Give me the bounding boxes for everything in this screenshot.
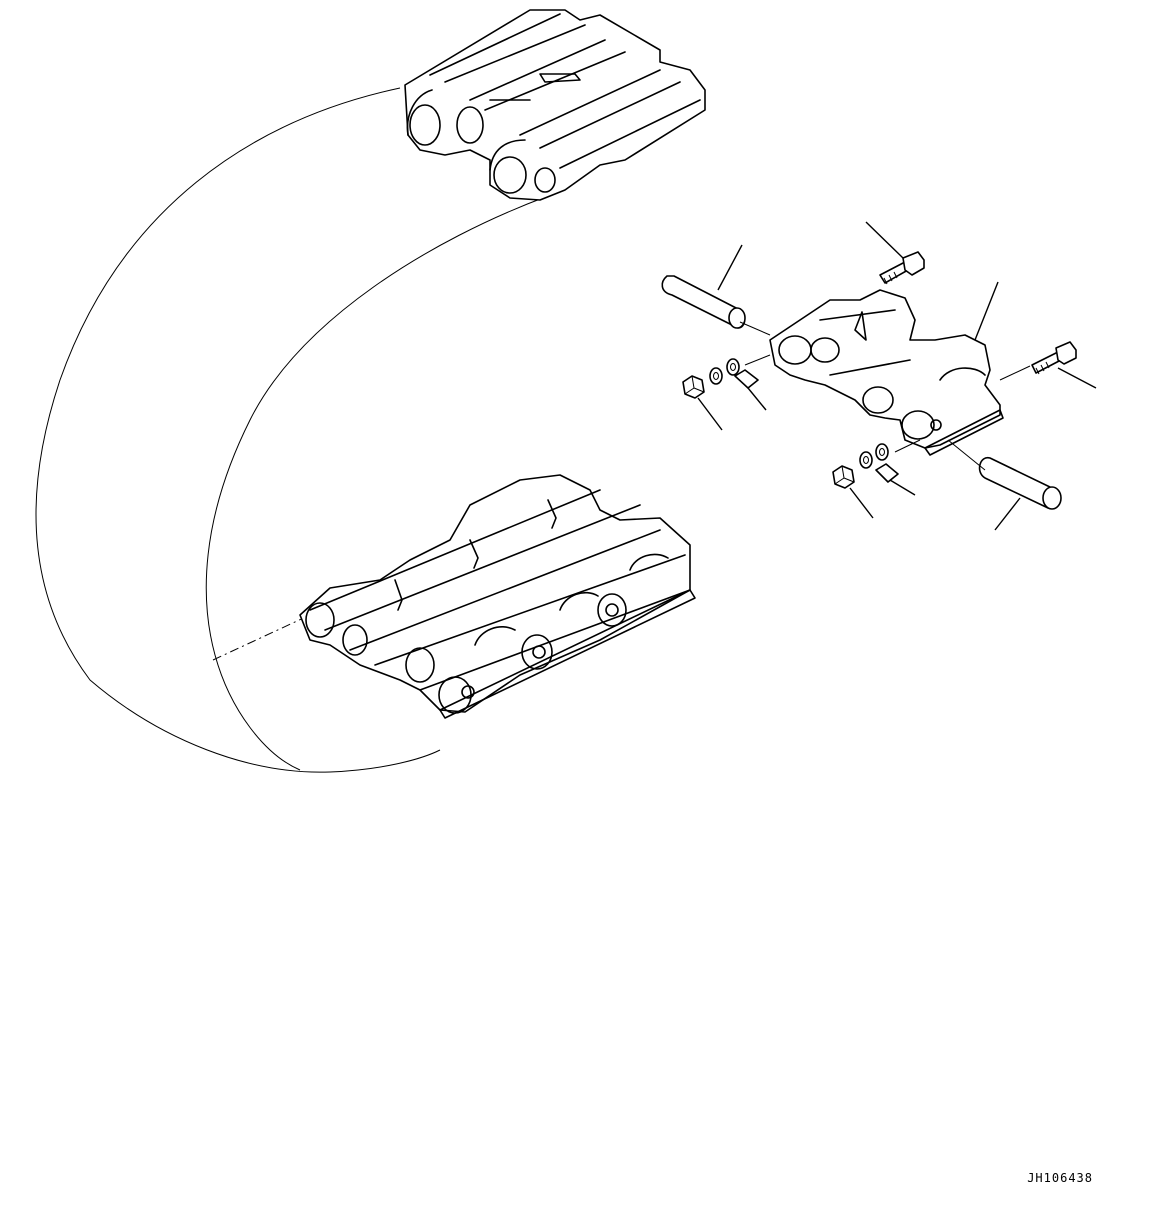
pin-lower-right <box>978 456 1062 510</box>
alignment-lines <box>739 321 1031 471</box>
lock-plate-lower <box>875 463 899 483</box>
nut-lower <box>832 465 855 489</box>
lower-track-section <box>299 474 696 719</box>
bolt-right <box>1031 341 1077 375</box>
callout-leaders <box>697 221 1097 531</box>
master-link-exploded <box>769 289 1004 456</box>
track-loop-outline <box>35 87 549 773</box>
lock-plate-upper <box>734 369 759 389</box>
bolt-upper <box>879 251 925 285</box>
nut-upper <box>682 375 705 399</box>
upper-track-section <box>404 9 706 201</box>
drawing-code: JH106438 <box>1027 1171 1093 1185</box>
pin-upper-left <box>661 275 746 329</box>
washer-upper-2 <box>726 358 740 376</box>
washer-lower-1 <box>859 451 873 469</box>
washer-lower-2 <box>875 443 889 461</box>
washer-upper-1 <box>709 367 723 385</box>
